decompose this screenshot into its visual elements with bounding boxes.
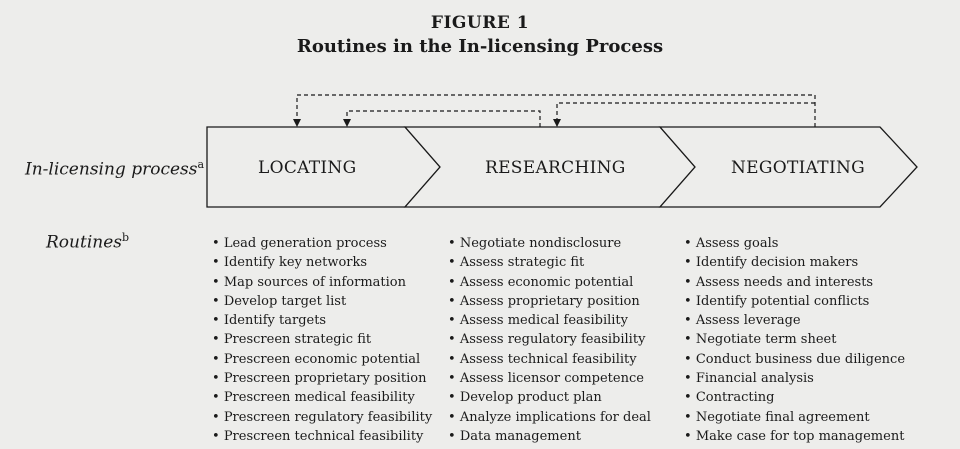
routine-item: Assess economic potential [448, 273, 651, 292]
routine-item: Assess technical feasibility [448, 350, 651, 369]
routine-item: Develop product plan [448, 388, 651, 407]
stage-shape-negotiating [658, 126, 918, 208]
stage-label-negotiating: NEGOTIATING [731, 158, 866, 178]
routines-label: Routinesb [46, 231, 130, 253]
routine-item: Negotiate term sheet [684, 330, 905, 349]
routine-item: Analyze implications for deal [448, 408, 651, 427]
stage-label-locating: LOCATING [258, 158, 357, 178]
routine-item: Identify potential conflicts [684, 292, 905, 311]
routine-item: Prescreen proprietary position [212, 369, 432, 388]
feedback-arrow-negotiating-to-locating [293, 94, 816, 127]
routine-item: Lead generation process [212, 234, 432, 253]
in-licensing-process-label: In-licensing processa [25, 158, 205, 180]
routine-item: Financial analysis [684, 369, 905, 388]
routine-item: Assess strategic fit [448, 253, 651, 272]
routine-item: Data management [448, 427, 651, 446]
routine-item: Assess leverage [684, 311, 905, 330]
routine-item: Assess proprietary position [448, 292, 651, 311]
routine-item: Assess licensor competence [448, 369, 651, 388]
routine-item: Prescreen regulatory feasibility [212, 408, 432, 427]
stage-label-researching: RESEARCHING [485, 158, 626, 178]
routine-item: Identify key networks [212, 253, 432, 272]
routine-item: Prescreen strategic fit [212, 330, 432, 349]
routine-item: Prescreen technical feasibility [212, 427, 432, 446]
routine-item: Conduct business due diligence [684, 350, 905, 369]
routine-item: Assess medical feasibility [448, 311, 651, 330]
feedback-arrow-researching-to-locating [343, 110, 541, 127]
routine-item: Identify targets [212, 311, 432, 330]
routine-item: Negotiate final agreement [684, 408, 905, 427]
figure-number: FIGURE 1 [430, 13, 530, 33]
routine-item: Prescreen medical feasibility [212, 388, 432, 407]
routine-item: Prescreen economic potential [212, 350, 432, 369]
routine-item: Negotiate nondisclosure [448, 234, 651, 253]
routine-item: Contracting [684, 388, 905, 407]
negotiating-routines-list: Assess goalsIdentify decision makersAsse… [684, 234, 905, 446]
figure-title: Routines in the In-licensing Process [296, 36, 664, 57]
routine-item: Develop target list [212, 292, 432, 311]
locating-routines-list: Lead generation processIdentify key netw… [212, 234, 432, 446]
routine-item: Assess needs and interests [684, 273, 905, 292]
researching-routines-list: Negotiate nondisclosureAssess strategic … [448, 234, 651, 446]
routine-item: Make case for top management [684, 427, 905, 446]
feedback-arrow-negotiating-to-researching [553, 102, 815, 127]
routine-item: Assess regulatory feasibility [448, 330, 651, 349]
routine-item: Assess goals [684, 234, 905, 253]
routine-item: Identify decision makers [684, 253, 905, 272]
routine-item: Map sources of information [212, 273, 432, 292]
